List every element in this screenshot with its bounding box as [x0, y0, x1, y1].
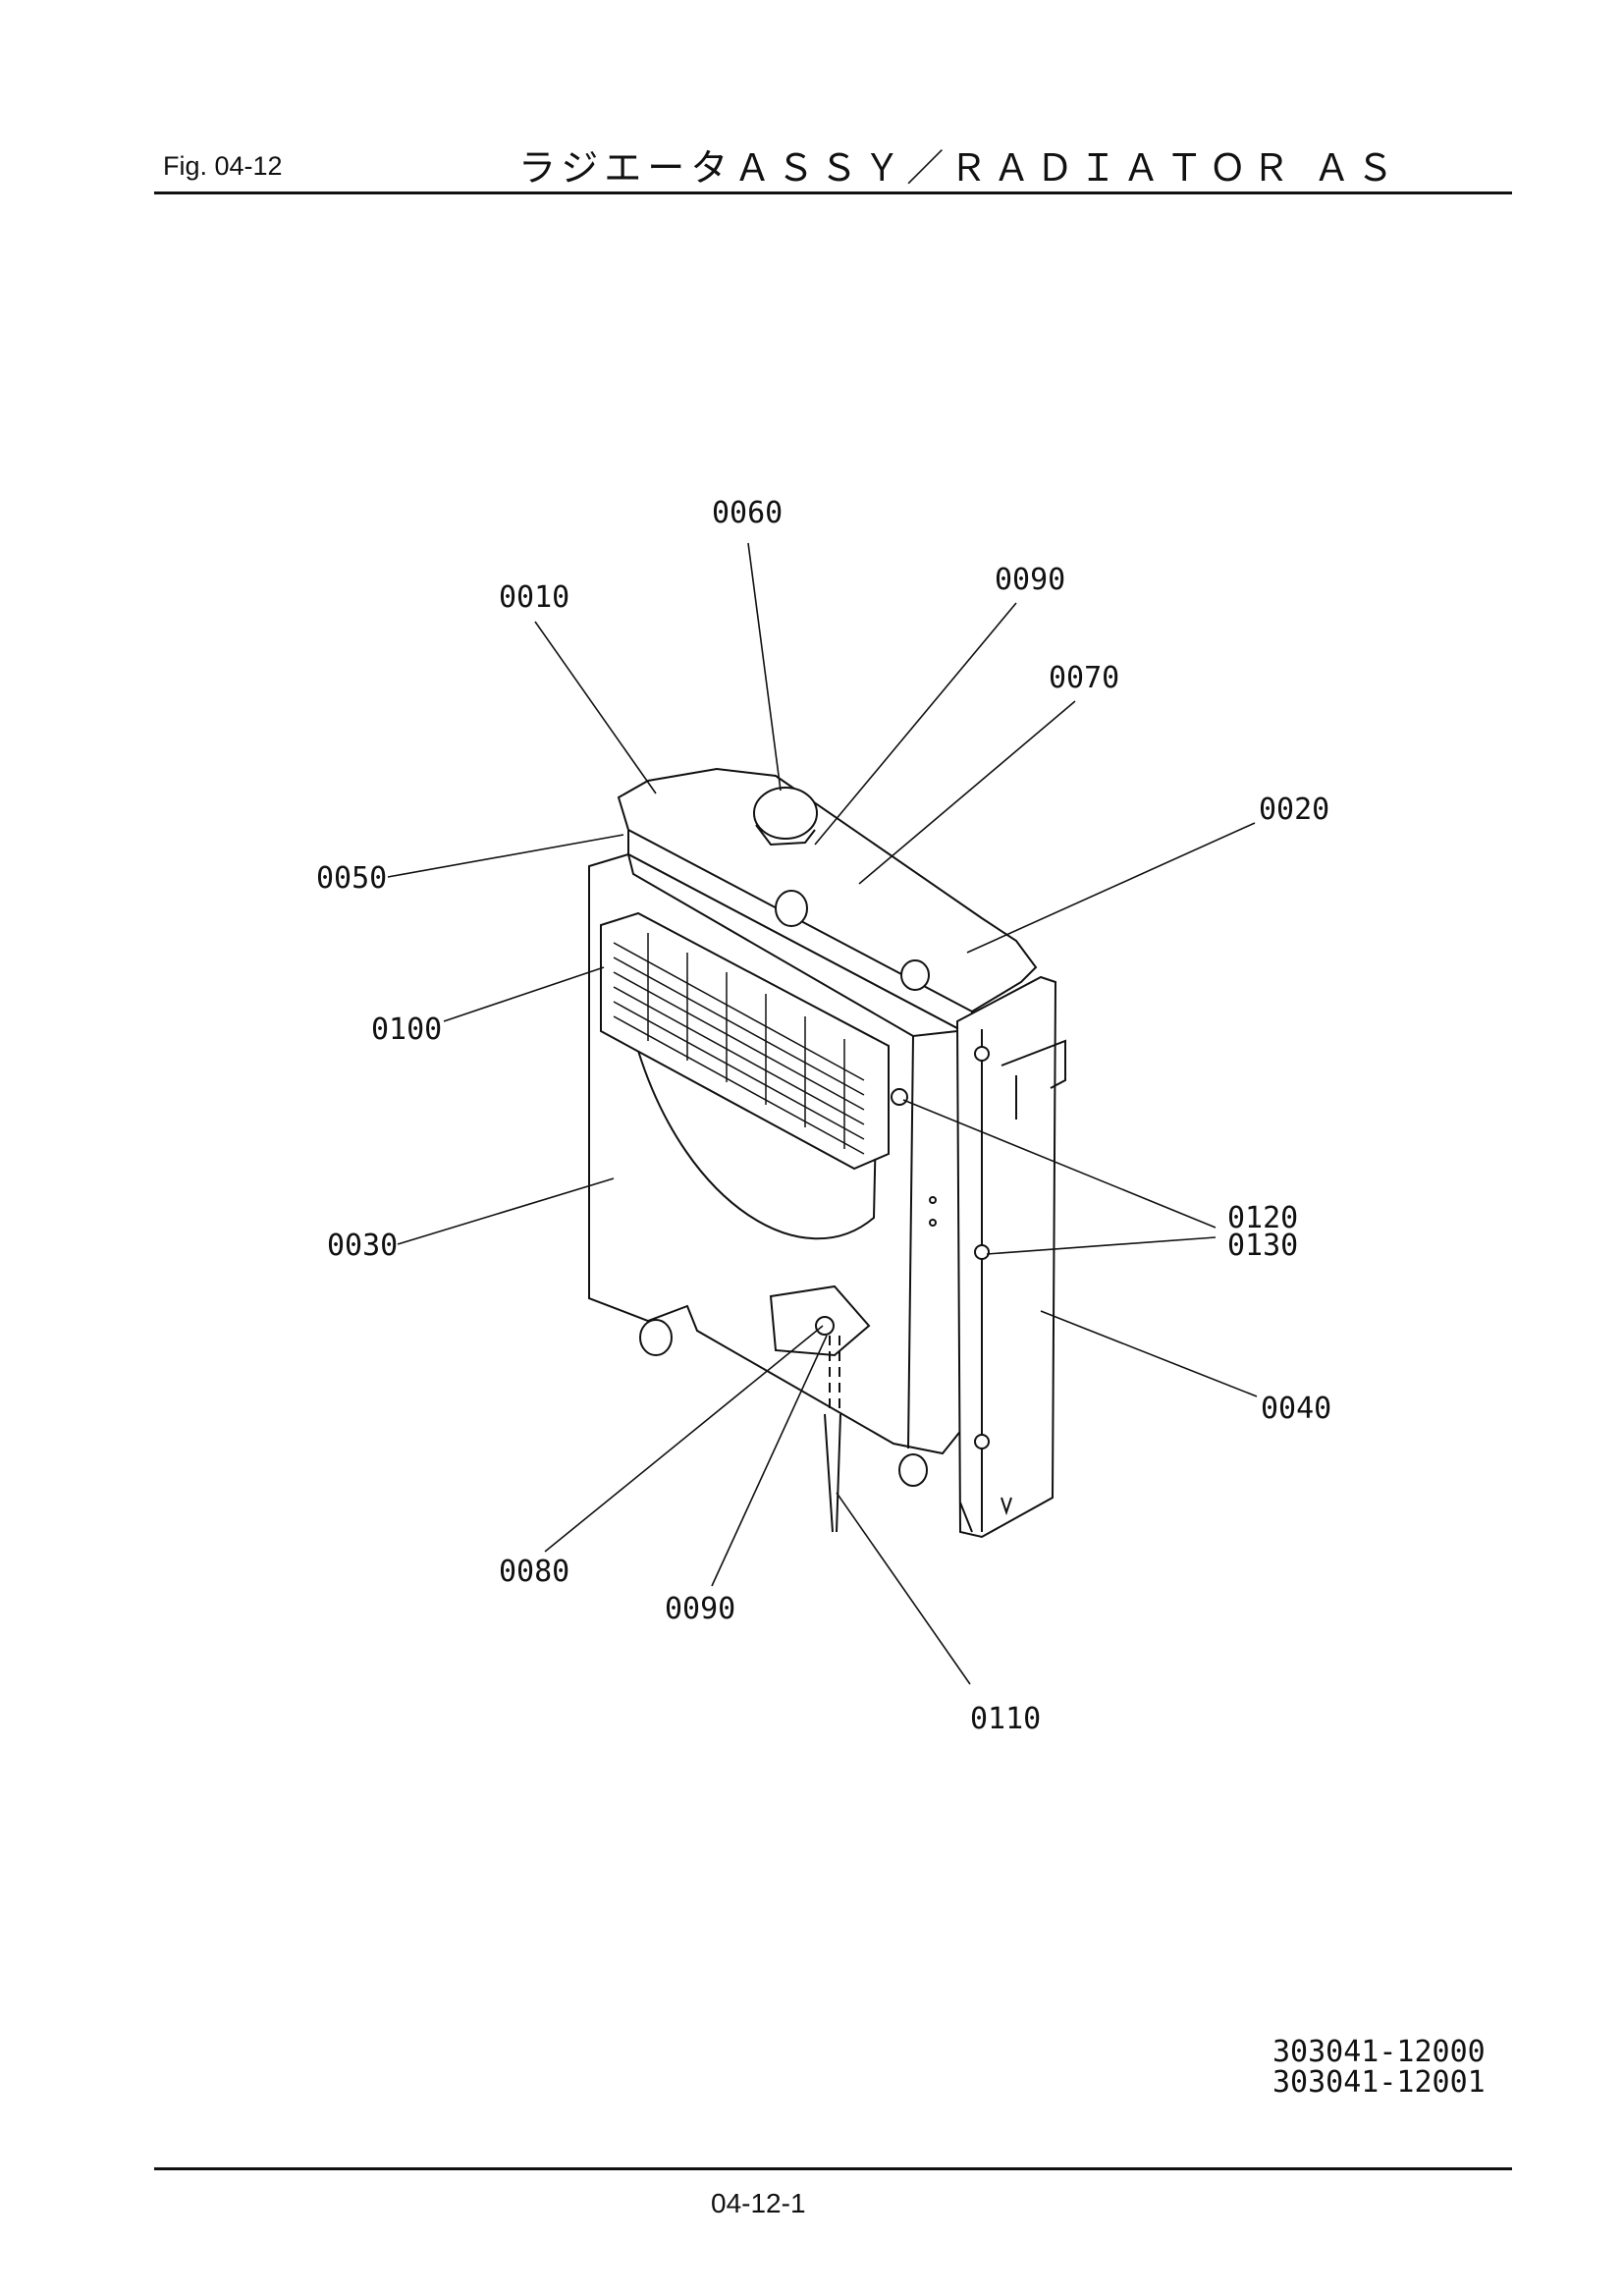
callout-0090-top: 0090 — [995, 563, 1065, 597]
radiator-drawing — [588, 767, 1066, 1539]
callout-0130: 0130 — [1227, 1229, 1298, 1263]
callout-0100: 0100 — [371, 1012, 442, 1047]
callout-0080: 0080 — [499, 1555, 569, 1589]
fan-shroud — [637, 1050, 878, 1240]
top-tank — [617, 767, 1038, 1013]
filler-cap — [753, 787, 818, 840]
callout-0110: 0110 — [970, 1702, 1041, 1736]
callout-0020: 0020 — [1259, 793, 1329, 827]
page-title: ラジエータＡＳＳＹ／ＲＡＤＩＡＴＯＲ ＡＳ — [518, 146, 1400, 190]
callout-0090-bottom: 0090 — [665, 1592, 735, 1626]
callout-0120: 0120 — [1227, 1201, 1298, 1235]
part-number-list: 303041-12000 303041-12001 — [1272, 2037, 1486, 2098]
callout-labels: 0060 0010 0090 0070 0020 0050 0100 0120 … — [316, 496, 1331, 1736]
leader-lines — [387, 542, 1258, 1685]
footer-rule — [154, 2167, 1512, 2170]
callout-0030: 0030 — [327, 1229, 398, 1263]
callout-0070: 0070 — [1049, 661, 1119, 695]
louver-grille — [600, 911, 890, 1171]
callout-0060: 0060 — [712, 496, 783, 530]
figure-number: Fig. 04-12 — [163, 151, 283, 181]
side-plate — [955, 975, 1057, 1539]
part-number: 303041-12001 — [1272, 2065, 1486, 2100]
page-number: 04-12-1 — [711, 2188, 806, 2218]
callout-0050: 0050 — [316, 861, 387, 896]
callout-0010: 0010 — [499, 580, 569, 615]
header-rule — [154, 191, 1512, 194]
callout-0040: 0040 — [1261, 1392, 1331, 1426]
part-number: 303041-12000 — [1272, 2035, 1486, 2069]
